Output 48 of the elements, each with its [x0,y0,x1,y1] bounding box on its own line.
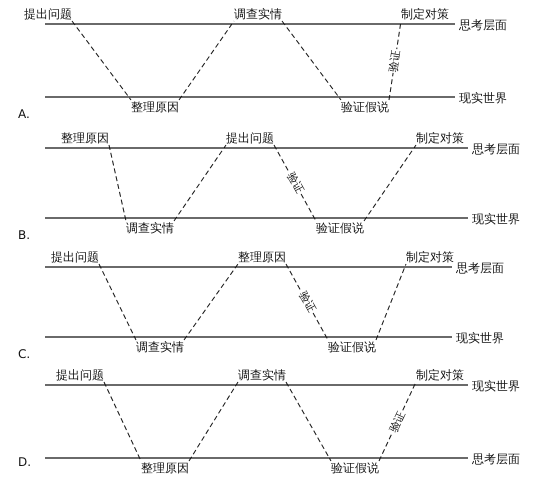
dashed-connector [178,20,234,100]
level-label: 现实世界 [456,331,504,345]
step-label: 制定对策 [415,368,465,382]
step-label: 提出问题 [55,368,105,382]
step-label: 调查实情 [135,340,185,354]
step-label: 整理原因 [60,131,110,145]
dashed-connector [282,20,342,100]
option-letter: A. [18,107,30,121]
level-label: 思考层面 [459,18,507,32]
step-label: 制定对策 [400,7,450,21]
dashed-connector [98,264,136,340]
step-label: 提出问题 [225,131,275,145]
level-label: 现实世界 [459,91,507,105]
option-letter: D. [18,455,32,469]
step-label: 整理原因 [237,250,287,264]
dashed-connector [174,144,226,222]
step-label: 调查实情 [237,368,287,382]
step-label: 调查实情 [233,7,283,21]
step-label: 调查实情 [125,221,175,235]
dashed-connector [364,144,416,222]
step-label: 提出问题 [50,250,100,264]
option-letter: B. [18,228,30,242]
edge-label: 验证 [296,288,318,316]
level-label: 现实世界 [472,379,520,393]
level-label: 思考层面 [472,142,520,156]
level-label: 现实世界 [472,212,520,226]
dashed-connector [188,382,238,462]
dashed-connector [104,382,142,462]
step-label: 验证假说 [330,461,380,475]
step-label: 整理原因 [140,461,190,475]
dashed-connector [184,264,238,340]
step-label: 提出问题 [23,7,73,21]
dashed-connector [376,264,406,340]
edge-label: 验证 [284,170,306,196]
level-label: 思考层面 [472,452,520,466]
step-label: 验证假说 [340,100,390,114]
edge-label: 验证 [387,48,403,74]
step-label: 整理原因 [130,100,180,114]
dashed-connector [108,144,126,222]
step-label: 制定对策 [405,250,455,264]
edge-label: 验证 [386,408,408,435]
dashed-connector [72,20,132,100]
step-label: 验证假说 [327,340,377,354]
option-letter: C. [18,347,30,361]
step-label: 制定对策 [415,131,465,145]
level-label: 思考层面 [456,261,504,275]
dashed-connector [286,382,332,462]
step-label: 验证假说 [315,221,365,235]
